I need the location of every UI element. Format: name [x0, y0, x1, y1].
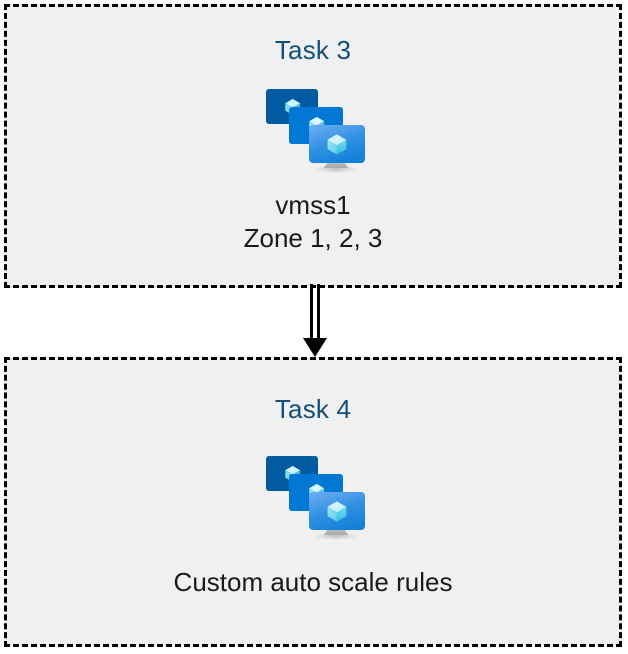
node-vmss1[interactable]: vmss1 Zone 1, 2, 3	[243, 81, 383, 256]
task-group-title: Task 3	[274, 35, 352, 65]
node-label: Custom auto scale rules	[173, 567, 453, 597]
vm-scale-set-icon	[265, 89, 365, 173]
connector-arrow-task3-to-task4	[303, 284, 327, 357]
node-custom-auto-scale-rules[interactable]: Custom auto scale rules	[173, 448, 453, 599]
task-group-task-3[interactable]: Task 3	[4, 4, 622, 288]
node-label: vmss1 Zone 1, 2, 3	[243, 190, 383, 254]
task-group-task-4[interactable]: Task 4	[4, 357, 622, 647]
task-group-title: Task 4	[274, 394, 352, 424]
vm-scale-set-icon	[266, 456, 365, 540]
